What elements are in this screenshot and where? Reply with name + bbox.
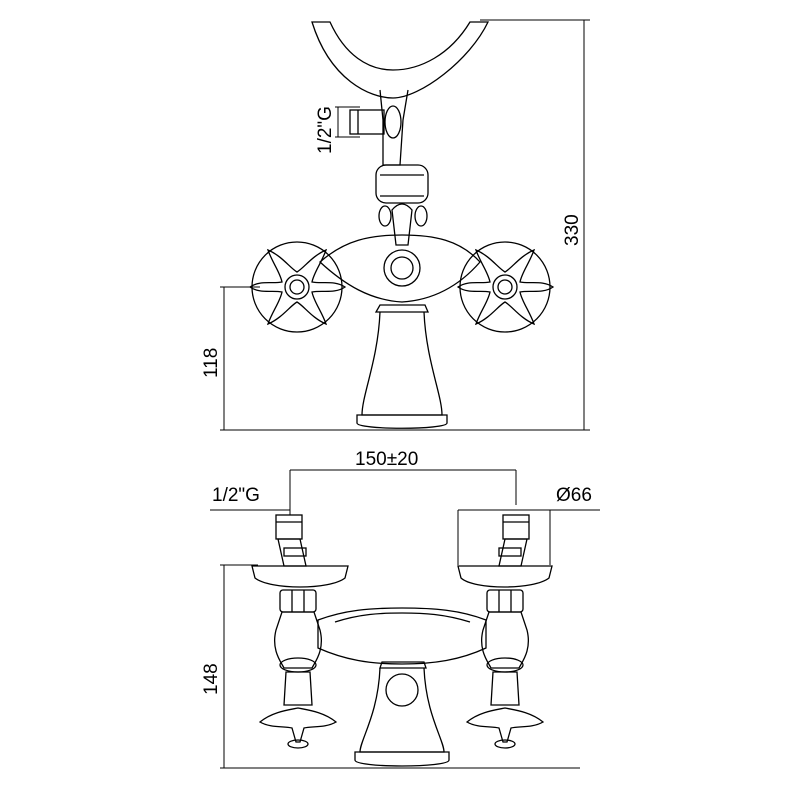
bridge-highlight xyxy=(334,612,471,623)
left-handle-hub-inner xyxy=(289,279,305,295)
bridge-body xyxy=(317,607,487,665)
spout-outlet xyxy=(385,673,419,707)
right-valve-body xyxy=(481,611,529,669)
centers-label: 150±20 xyxy=(355,449,418,470)
spout-outlet-outer xyxy=(383,249,421,287)
connection-label-lower: 1/2"G xyxy=(212,485,260,506)
left-flange xyxy=(251,565,349,588)
left-handle-hub-outer xyxy=(284,274,310,300)
upper-view: 1/2"G 330 118 xyxy=(201,19,590,431)
pedestal-collar xyxy=(374,304,429,313)
left-handle-cap xyxy=(287,739,309,749)
right-spindle xyxy=(490,671,520,706)
overall-height-label: 330 xyxy=(562,214,583,246)
left-cross-handle xyxy=(248,248,347,326)
front-view: 150±20 1/2"G Ø66 148 xyxy=(201,449,600,769)
left-collar xyxy=(279,657,317,673)
left-inlet-band xyxy=(283,547,307,557)
left-inlet-pipe xyxy=(277,538,307,567)
spout-base xyxy=(354,751,450,767)
pedestal-base xyxy=(356,414,448,429)
diverter-side-left xyxy=(378,205,392,227)
outlet-joint xyxy=(384,105,402,139)
right-handle-cap xyxy=(494,739,516,749)
connection-label-upper: 1/2"G xyxy=(315,106,336,154)
right-handle-hub-outer xyxy=(492,274,518,300)
right-cross-handle xyxy=(456,248,555,326)
spout-body xyxy=(359,667,445,753)
spout-collar xyxy=(379,661,427,669)
spout-height-label: 118 xyxy=(201,348,222,378)
front-height-label: 148 xyxy=(201,663,222,695)
left-nut xyxy=(279,589,317,613)
shower-cradle xyxy=(311,21,490,99)
diameter-label: Ø66 xyxy=(556,485,592,506)
right-flange xyxy=(457,565,553,588)
right-handle-hub-inner xyxy=(497,279,513,295)
right-valve-plate xyxy=(459,241,551,333)
right-inlet-nut xyxy=(502,514,530,540)
diverter-body xyxy=(375,164,429,204)
left-valve-body xyxy=(274,611,322,669)
right-inlet-pipe xyxy=(498,538,528,567)
mixer-body xyxy=(319,234,481,303)
diverter-lever xyxy=(391,203,413,246)
left-valve-plate xyxy=(251,241,343,333)
left-spindle xyxy=(283,671,313,706)
right-inlet-band xyxy=(498,547,522,557)
diverter-side-right xyxy=(414,205,428,227)
right-lever-handle xyxy=(465,707,545,743)
right-nut xyxy=(486,589,524,613)
pedestal-body xyxy=(361,311,443,416)
left-lever-handle xyxy=(258,707,338,743)
left-inlet-nut xyxy=(275,514,303,540)
side-outlet xyxy=(349,109,385,135)
right-collar xyxy=(486,657,524,673)
spout-outlet-inner xyxy=(390,256,414,280)
